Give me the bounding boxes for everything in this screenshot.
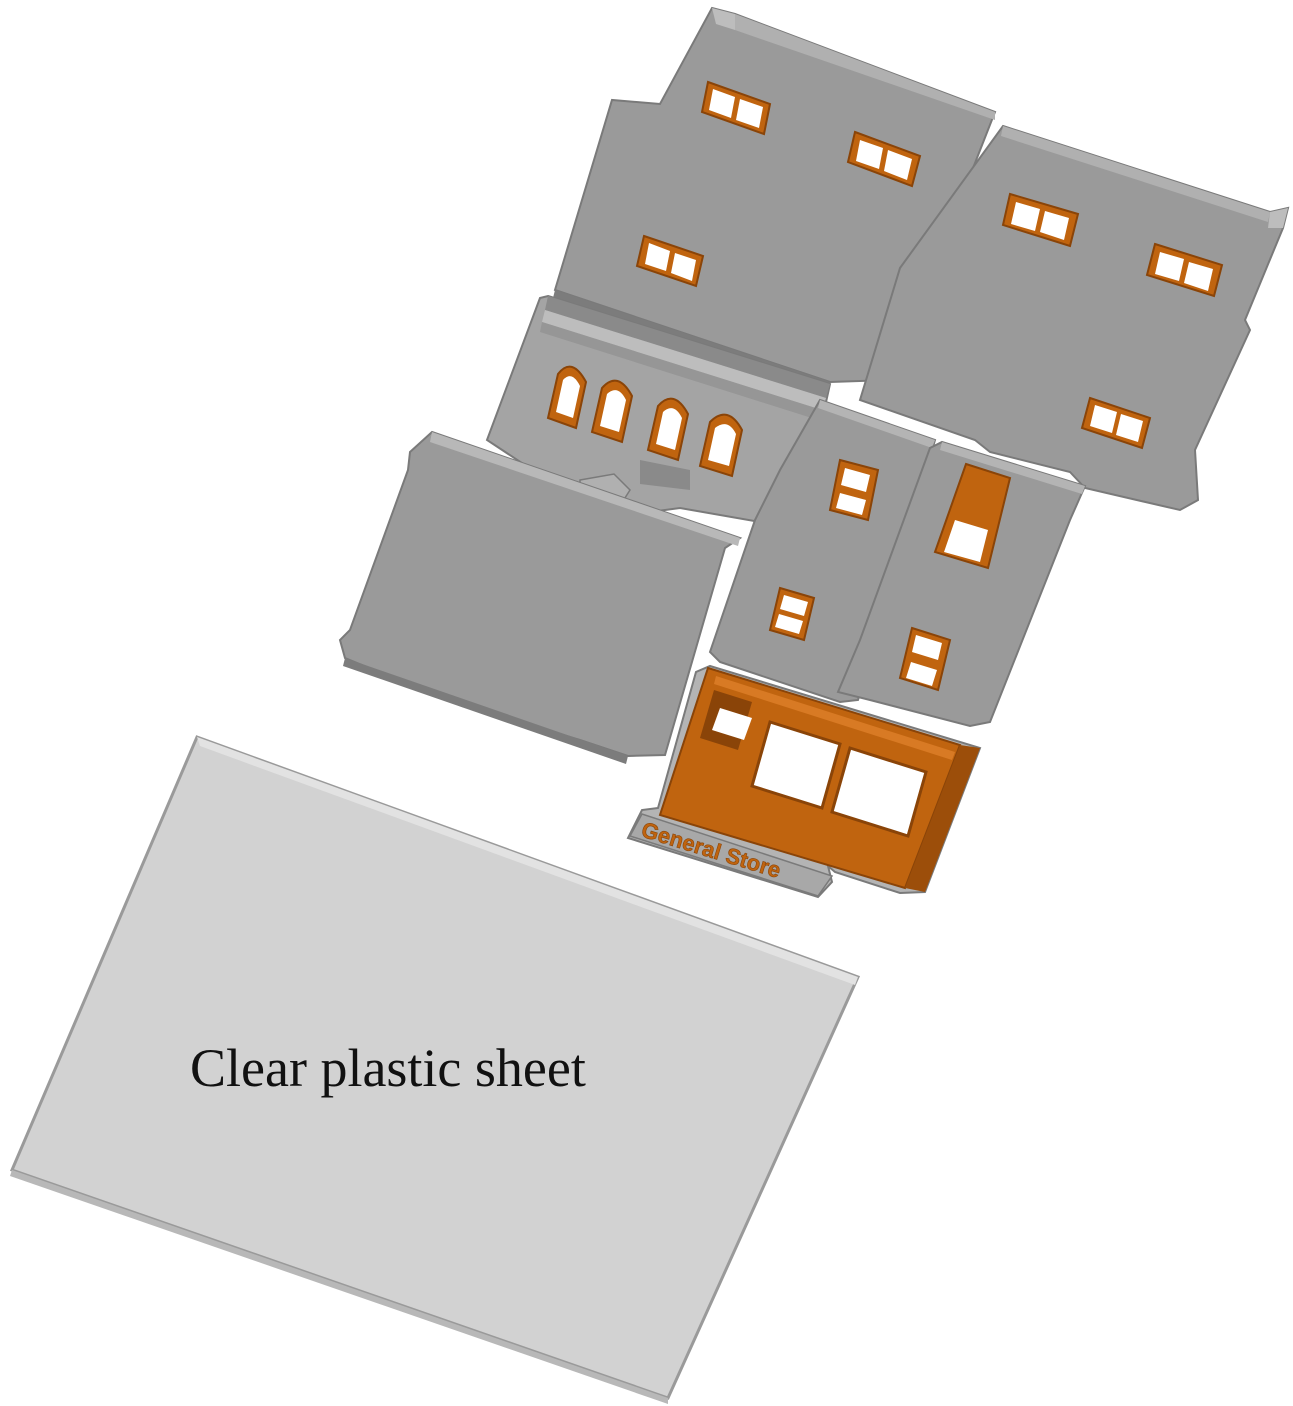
arched-window xyxy=(546,365,588,430)
arched-window xyxy=(590,379,634,444)
window-frame xyxy=(1145,242,1224,298)
arched-window-facade xyxy=(485,294,832,524)
left-blank-wall-panel xyxy=(338,430,743,764)
window-frame xyxy=(828,458,880,522)
arched-window xyxy=(646,397,690,462)
window-frame xyxy=(768,586,816,642)
window-frame xyxy=(1080,396,1152,450)
upper-right-wall-panel xyxy=(858,124,1290,512)
door-frame xyxy=(933,462,1012,570)
clear-plastic-sheet xyxy=(9,735,861,1404)
window-frame xyxy=(846,130,922,188)
window-frame xyxy=(898,626,952,692)
store-window xyxy=(750,720,842,810)
arched-window xyxy=(698,413,744,478)
window-frame xyxy=(700,80,772,136)
store-window xyxy=(830,746,928,838)
right-door-wall-panel xyxy=(836,440,1087,728)
window-frame xyxy=(1001,192,1080,248)
general-store-front: General Store xyxy=(626,664,982,899)
window-frame xyxy=(635,234,705,288)
